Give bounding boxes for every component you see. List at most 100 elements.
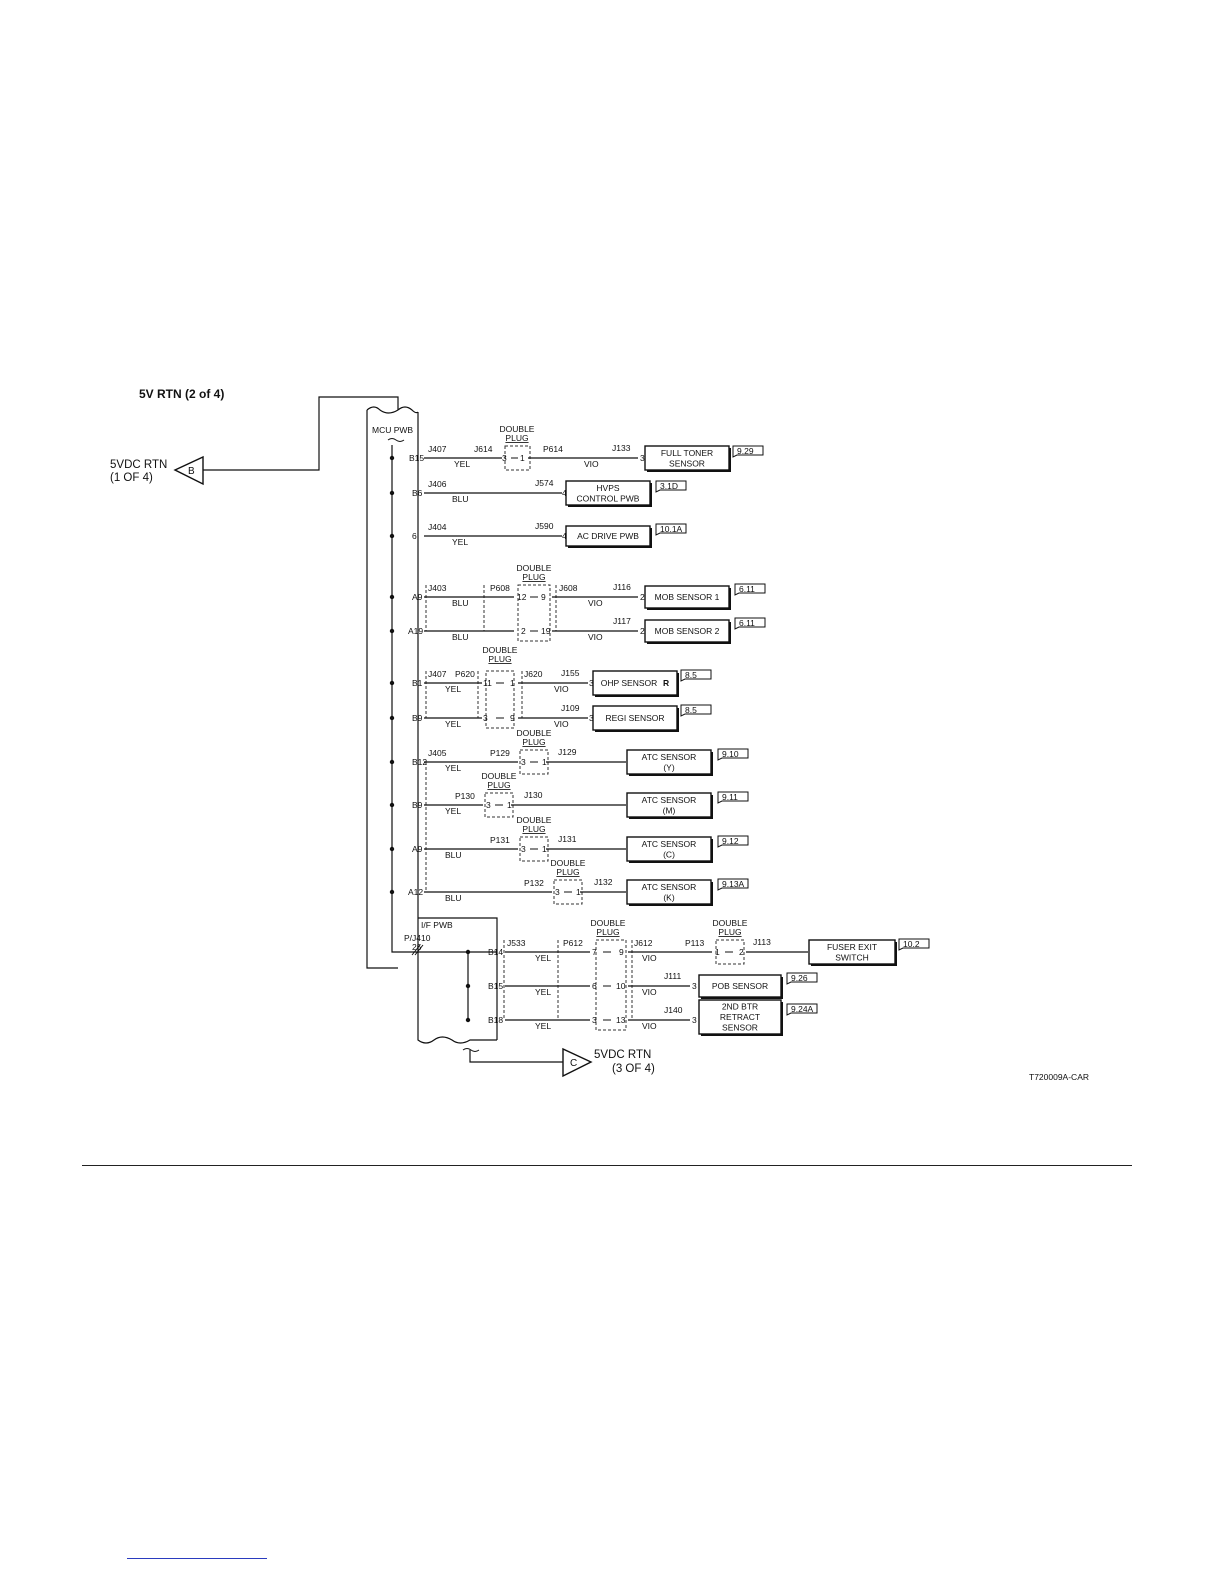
component-jack: J113 (753, 937, 771, 947)
component-label: ATC SENSOR (642, 752, 697, 762)
plug-pin: 2 (521, 626, 526, 636)
component-label: REGI SENSOR (605, 713, 664, 723)
plug-pin: 9 (541, 592, 546, 602)
component-jack: J132 (594, 877, 613, 887)
wire-color: BLU (452, 494, 469, 504)
component-pin: 3 (692, 981, 697, 991)
connector-jack: J407 (428, 444, 447, 454)
plug-pin: 6 (592, 981, 597, 991)
connector-jack: J608 (559, 583, 578, 593)
wire-color: YEL (445, 806, 461, 816)
double-plug-label: PLUG (556, 867, 579, 877)
reference-flag (655, 480, 687, 493)
plug-pin: 1 (510, 678, 515, 688)
component-label: ATC SENSOR (642, 795, 697, 805)
junction-dot (389, 490, 395, 496)
offpage-c-line1: 5VDC RTN (594, 1049, 651, 1061)
junction-dot (389, 628, 395, 634)
junction-dot (389, 802, 395, 808)
plug-pin: 1 (520, 453, 525, 463)
component-pin: 4 (562, 488, 567, 498)
reference-flag (898, 938, 930, 951)
mcu-pin: B15 (409, 453, 424, 463)
component-pin: 3 (589, 678, 594, 688)
junction-dot (389, 846, 395, 852)
offpage-connector-c: C 5VDC RTN (3 OF 4) (462, 1047, 655, 1078)
plug-pin: 7 (592, 947, 597, 957)
plug-pin: 9 (619, 947, 624, 957)
wire-color: BLU (452, 598, 469, 608)
mcu-pwb-board: MCU PWB (366, 406, 419, 969)
plug-pin: 3 (521, 757, 526, 767)
wire-color: VIO (554, 719, 569, 729)
mcu-pin: A19 (408, 626, 423, 636)
wire-color: YEL (535, 953, 551, 963)
wire-color: VIO (554, 684, 569, 694)
if-pin: B14 (488, 947, 503, 957)
reference-number: 9.24A (791, 1004, 814, 1014)
plug-pin: 3 (555, 887, 560, 897)
double-plug-label: DOUBLE (517, 728, 552, 738)
component-box (592, 670, 678, 696)
double-plug-label: PLUG (487, 780, 510, 790)
component-label: (C) (663, 849, 675, 859)
connector-plug: P612 (563, 938, 583, 948)
wire-color: VIO (588, 598, 603, 608)
component-jack: J116 (613, 582, 631, 592)
component-box (644, 619, 730, 643)
component-jack: J111 (664, 971, 681, 981)
double-plug-label: DOUBLE (551, 858, 586, 868)
mcu-pin: B9 (412, 713, 423, 723)
reference-flag (786, 972, 818, 985)
plug-pin: 1 (542, 844, 547, 854)
connector-plug: P620 (455, 669, 475, 679)
double-plug-label: DOUBLE (482, 771, 517, 781)
reference-number: 9.29 (737, 446, 754, 456)
wire-color: BLU (452, 632, 469, 642)
component-jack: J574 (535, 478, 554, 488)
junction-dot (465, 983, 471, 989)
component-jack: J117 (613, 616, 631, 626)
component-box (698, 974, 782, 998)
wire-color: VIO (642, 987, 657, 997)
junction-dot (389, 594, 395, 600)
wire-color: VIO (588, 632, 603, 642)
component-box (808, 939, 896, 965)
offpage-c-line2: (3 OF 4) (612, 1063, 655, 1075)
footer-divider (82, 1165, 1132, 1166)
component-box (565, 480, 651, 506)
plug-pin: 12 (517, 592, 527, 602)
reference-flag (717, 835, 749, 848)
plug-pin: 11 (483, 678, 492, 688)
diagram-title: 5V RTN (2 of 4) (139, 387, 224, 401)
component-box (644, 445, 730, 471)
connector-plug: P113 (685, 938, 704, 948)
connector-jack: J403 (428, 583, 447, 593)
plug-pin: 2 (739, 947, 744, 957)
wire-color: YEL (445, 684, 461, 694)
mcu-pin: B6 (412, 488, 423, 498)
double-plug-label: DOUBLE (483, 645, 518, 655)
plug-pin: 1 (715, 947, 720, 957)
reference-number: 9.13A (722, 879, 745, 889)
connector-jack: J407 (428, 669, 447, 679)
component-label: ATC SENSOR (642, 882, 697, 892)
if-pin: B18 (488, 1015, 503, 1025)
component-box (644, 585, 730, 609)
reference-number: 9.11 (722, 792, 738, 802)
junction-dot (389, 533, 395, 539)
double-plug-label: PLUG (488, 654, 511, 664)
plug-pin: 1 (576, 887, 581, 897)
connector-jack: J612 (634, 938, 653, 948)
offpage-b-line1: 5VDC RTN (110, 459, 167, 471)
component-mark: R (663, 678, 669, 688)
connector-jack: J614 (474, 444, 493, 454)
component-jack: J131 (558, 834, 577, 844)
double-plug-label: PLUG (522, 572, 545, 582)
plug-pin: 1 (542, 757, 547, 767)
double-plug-label: PLUG (522, 824, 545, 834)
reference-flag (717, 878, 749, 891)
connector-jack: J404 (428, 522, 447, 532)
